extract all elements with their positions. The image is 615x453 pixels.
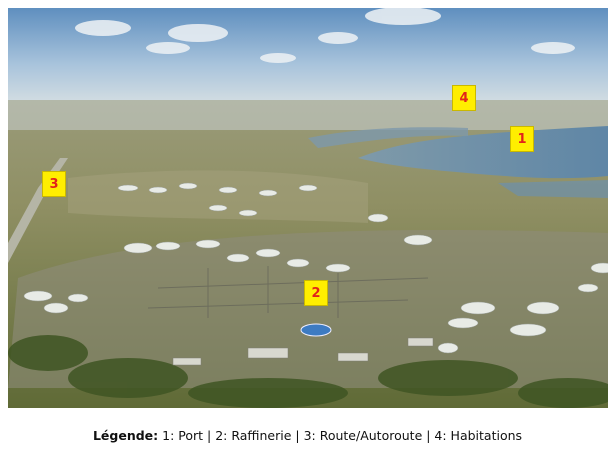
marker-3: 3 <box>42 171 66 197</box>
aerial-photo <box>8 8 608 408</box>
clouds <box>75 8 575 63</box>
marker-2: 2 <box>304 280 328 306</box>
legend-text: 1: Port | 2: Raffinerie | 3: Route/Autor… <box>158 428 523 443</box>
legend: Légende: 1: Port | 2: Raffinerie | 3: Ro… <box>0 428 615 443</box>
marker-1: 1 <box>510 126 534 152</box>
storage-tanks <box>23 182 608 354</box>
legend-title: Légende: <box>92 428 159 443</box>
marker-4: 4 <box>452 85 476 111</box>
water-bay <box>358 126 608 179</box>
